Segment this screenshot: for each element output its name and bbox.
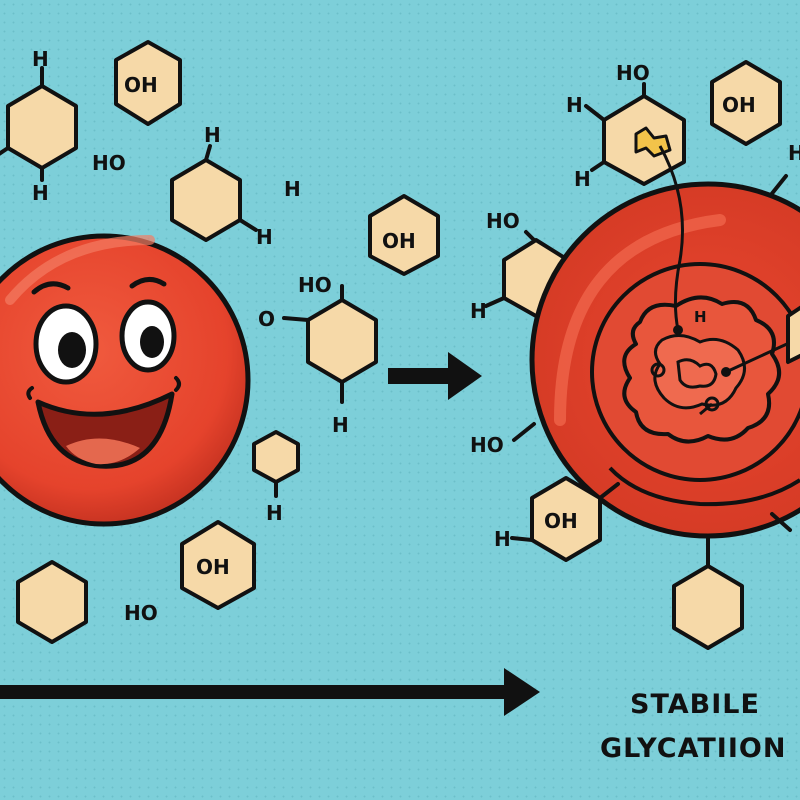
- label-h: H: [32, 47, 49, 71]
- label-oh: OH: [196, 555, 230, 579]
- label-ho: HO: [298, 273, 332, 297]
- label-h: H: [470, 299, 487, 323]
- label-oh: OH: [124, 73, 158, 97]
- red-blood-cell-glycated: H: [529, 145, 800, 539]
- glucose-hexagon: [170, 158, 242, 242]
- bond-line: [584, 104, 606, 122]
- bond-line: [768, 174, 788, 198]
- smile-crease: [174, 376, 181, 392]
- glycation-link: [658, 145, 684, 331]
- label-oh: OH: [544, 509, 578, 533]
- label-o: O: [258, 307, 275, 331]
- pupil-left: [58, 332, 86, 368]
- protein-inner-fold: [676, 358, 718, 389]
- bond-line: [512, 422, 536, 442]
- red-blood-cell-happy: [0, 233, 251, 527]
- glucose-hexagon: [306, 298, 378, 384]
- label-oh: OH: [722, 93, 756, 117]
- bond-line: [598, 482, 620, 500]
- bond-line: [238, 218, 258, 232]
- caption-line-1: STABILE: [630, 689, 760, 720]
- label-h: H: [574, 167, 591, 191]
- protein-inner-fold: [653, 334, 746, 410]
- label-h: H: [494, 527, 511, 551]
- glucose-hexagon: [710, 60, 782, 146]
- glucose-hexagon: [368, 194, 440, 276]
- label-h: H: [266, 501, 283, 525]
- binding-site-open: [704, 396, 720, 412]
- bond-line: [770, 512, 792, 532]
- bond-line: [590, 160, 606, 172]
- glucose-hexagon: [252, 430, 300, 484]
- glucose-hexagon: [6, 84, 78, 170]
- tongue: [66, 438, 140, 465]
- label-oh: OH: [382, 229, 416, 253]
- eyebrow-right: [129, 277, 167, 289]
- label-h: H: [32, 181, 49, 205]
- glucose-hexagon: [16, 560, 88, 644]
- reaction-arrow: [388, 352, 482, 400]
- label-h: H: [284, 177, 301, 201]
- label-h: H: [256, 225, 273, 249]
- glycation-link: [699, 402, 713, 416]
- bond-line: [510, 536, 534, 542]
- label-ho: HO: [616, 61, 650, 85]
- label-ho: HO: [486, 209, 520, 233]
- glucose-hexagon: [114, 40, 182, 126]
- eyebrow-left: [31, 281, 71, 295]
- pupil-right: [140, 326, 164, 358]
- glucose-hexagon: [672, 564, 744, 650]
- label-ho: HO: [124, 601, 158, 625]
- bond-line: [0, 146, 10, 156]
- label-h: H: [694, 308, 707, 326]
- label-h: H: [332, 413, 349, 437]
- label-h: H: [204, 123, 221, 147]
- timeline-arrow: [0, 668, 540, 716]
- label-h: H: [566, 93, 583, 117]
- label-h: H: [788, 141, 800, 165]
- cell-highlight: [5, 235, 155, 305]
- cell-crease: [608, 466, 800, 507]
- caption-line-2: GLYCATIION: [600, 733, 786, 764]
- binding-site-open: [650, 362, 666, 378]
- glucose-hexagon: [180, 520, 256, 610]
- glucose-hexagon: [786, 305, 800, 364]
- smile-crease: [26, 386, 34, 400]
- label-ho: HO: [92, 151, 126, 175]
- bond-line: [282, 316, 310, 322]
- bond-line: [204, 144, 212, 162]
- bond-line: [484, 296, 506, 308]
- label-ho: HO: [470, 433, 504, 457]
